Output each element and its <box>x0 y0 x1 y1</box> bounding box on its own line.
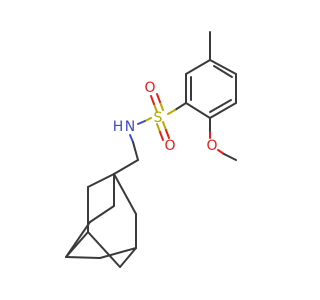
structure-canvas: S O O N H O <box>65 31 237 268</box>
ring-bond <box>209 102 237 119</box>
amine-hydrogen-label: H <box>113 119 124 135</box>
ring-sulfur-bond-s <box>167 109 176 115</box>
ethyl-bond <box>113 159 139 175</box>
ring-bond <box>185 102 211 119</box>
cage-bond <box>113 173 137 215</box>
cage-bond <box>89 205 115 223</box>
so-bottom-bond-o2 <box>165 129 170 139</box>
cage-bond <box>87 173 115 188</box>
n-chain-bond <box>132 141 139 161</box>
so-bottom-bond-s1 <box>156 123 161 133</box>
cage-bond <box>87 231 121 268</box>
cage-bond <box>119 247 137 268</box>
nitrogen-atom-label: N <box>125 119 135 135</box>
so-bottom-bond-s2 <box>162 121 167 131</box>
ether-bond-methyl-o <box>217 149 225 155</box>
ether-oxygen-label: O <box>206 138 217 154</box>
so-top-bond-o1 <box>150 95 155 105</box>
n-chain-bond-n <box>129 134 134 143</box>
cage-bond <box>65 256 101 259</box>
sn-bond-s <box>144 117 152 122</box>
ring-bond <box>185 59 211 75</box>
ring-bond <box>209 59 237 75</box>
cage-bond <box>99 247 137 259</box>
ether-bond-methyl <box>223 153 237 161</box>
adamantane-cage <box>65 173 137 268</box>
ring-bond-inner <box>213 65 233 78</box>
molecule-diagram: S O O N H O <box>65 31 237 268</box>
cage-bond <box>65 221 91 258</box>
so-top-bond-o2 <box>156 93 161 103</box>
so-top-bond-s2 <box>159 101 164 111</box>
so-top-bond-s1 <box>153 103 158 113</box>
sulfur-atom-label: S <box>154 110 163 126</box>
oxygen-bottom-label: O <box>164 138 175 154</box>
ring-bond-inner <box>209 99 232 113</box>
ring-sulfur-bond <box>174 102 187 111</box>
so-bottom-bond-o1 <box>159 131 164 141</box>
sn-bond-n <box>137 120 146 125</box>
oxygen-top-label: O <box>144 80 155 96</box>
benzene-ring <box>185 59 237 119</box>
